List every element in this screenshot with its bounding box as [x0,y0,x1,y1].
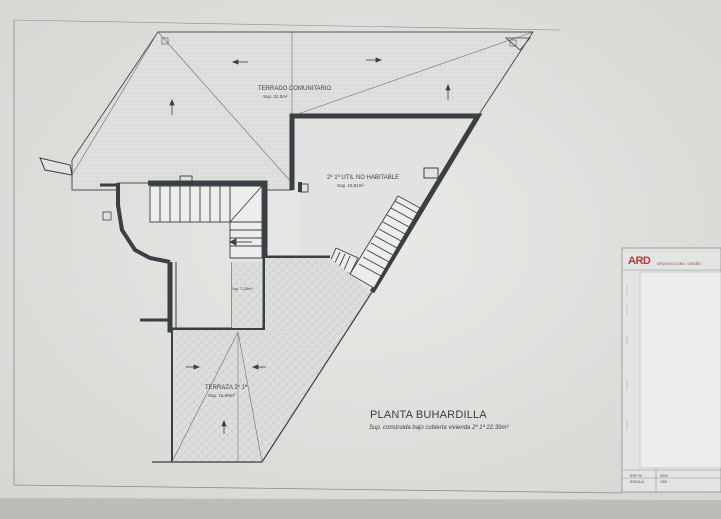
terraza-area-label: Sup. 15,99m² [208,393,236,398]
stair-icon [329,195,421,289]
plan-title: PLANTA BUHARDILLA [370,409,487,421]
title-block-field-label: ESCALA [630,480,644,484]
firm-name: ARQUITECTURA · DISEÑO [657,262,701,266]
title-block-field-value: 2024 [660,474,668,478]
drain-icon [509,39,517,47]
terrado-area-label: Sup. 31.0m² [263,94,288,99]
storage-area-label: Sup. 2,25m² [231,286,253,291]
terrado-label: TERRADO COMUNITARIO [258,86,332,92]
title-block-field-value: 1/50 [660,480,667,484]
util-room-label: 2º 1ª UTIL NO HABITABLE [327,175,400,181]
util-room-wall [289,113,483,294]
frame-bottom [13,484,623,494]
firm-logo: ARD [628,255,651,267]
terraza-floor [172,258,372,462]
plan-subtitle: Sup. construida bajo cubierta vivienda 2… [369,425,509,431]
drain-icon [161,37,169,45]
stair-icon [149,185,263,259]
util-room-floor [292,116,478,290]
chimney [39,157,73,176]
frame-top [13,19,561,31]
util-room-area-label: Sup. 15,91m² [337,183,365,188]
direction-arrow-icon [186,364,266,434]
vent-icon [423,167,439,179]
title-block-field-label: EXP. Nº [630,474,643,478]
small-storage-floor [232,262,262,328]
title-block-note [639,271,721,469]
terraza-label: TERRAZA 2º 1ª [205,385,248,391]
direction-arrow-icon [169,57,451,115]
